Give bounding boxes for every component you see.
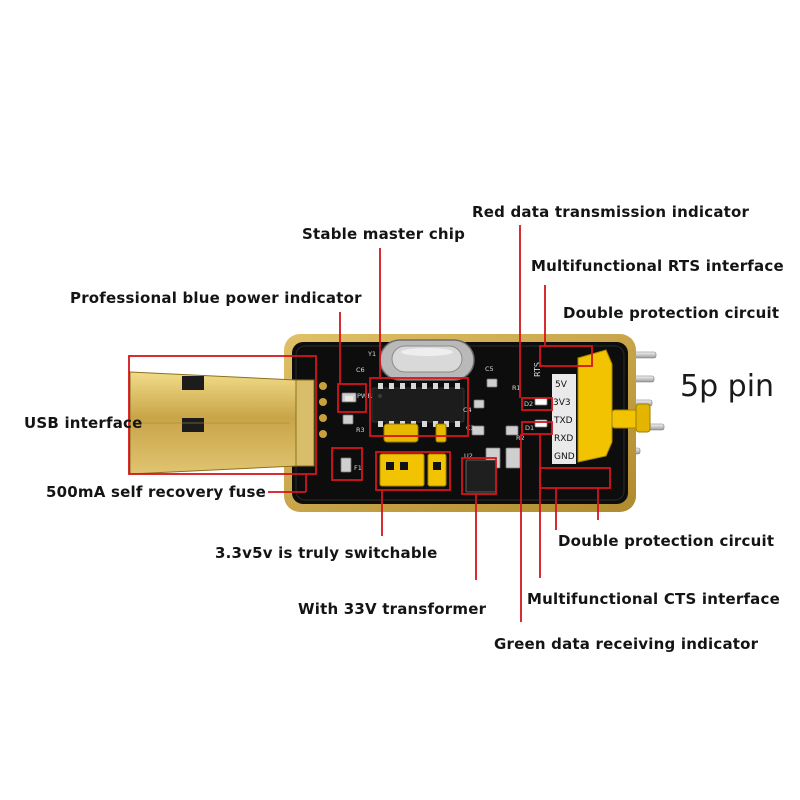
pin-label-rxd: RXD: [554, 434, 573, 444]
silk-d1: D1: [525, 424, 534, 432]
silk-d2: D2: [524, 400, 533, 408]
silk-r1: R1: [512, 384, 521, 392]
callout-usb-interface: USB interface: [24, 414, 143, 432]
usb-callout-box: [128, 355, 317, 475]
fuse-callout-box: [331, 447, 363, 481]
voltage-jumper: [379, 423, 447, 487]
chip-callout-box: [369, 377, 469, 437]
callout-transformer: With 33V transformer: [298, 600, 487, 618]
yellow-pin-header: [577, 349, 651, 463]
rx-led-callout-box: [521, 421, 553, 435]
pin-label-3v3: 3V3: [553, 398, 571, 408]
callout-stable-chip: Stable master chip: [302, 225, 466, 243]
silk-y1: Y1: [367, 350, 376, 358]
rts-protection-callout-box: [539, 345, 593, 367]
usb-plug: [129, 371, 327, 475]
callout-double-protection-top: Double protection circuit: [563, 304, 780, 322]
callout-green-rx-indicator: Green data receiving indicator: [494, 635, 759, 653]
tx-led-callout-box: [521, 397, 553, 411]
pin-label-strip: RTS 5V 3V3 TXD RXD GND: [533, 362, 576, 464]
leader-lines: [268, 225, 599, 622]
transformer-callout-box: [461, 457, 497, 495]
silk-pwr: PWR: [357, 392, 372, 400]
callout-blue-power-indicator: Professional blue power indicator: [70, 289, 362, 307]
power-led-callout-box: [337, 383, 367, 413]
jumper-callout-box: [375, 451, 451, 491]
pin-label-txd: TXD: [553, 416, 573, 426]
callout-switchable: 3.3v5v is truly switchable: [215, 544, 438, 562]
pin-label-rts: RTS: [533, 362, 542, 377]
callout-double-protection-bottom: Double protection circuit: [558, 532, 775, 550]
silk-r3: R3: [356, 426, 365, 434]
pin-label-5v: 5V: [555, 380, 568, 390]
pin-label-gnd: GND: [554, 452, 575, 462]
callout-cts-interface: Multifunctional CTS interface: [527, 590, 780, 608]
silk-f1: F1: [354, 464, 362, 472]
silk-c5: C5: [485, 365, 494, 373]
silk-c3: C3: [466, 424, 475, 432]
callout-red-tx-indicator: Red data transmission indicator: [472, 203, 750, 221]
callout-boxes: [128, 345, 611, 495]
callout-five-pin: 5p pin: [680, 369, 775, 404]
silk-u2: U2: [464, 452, 473, 460]
callout-fuse: 500mA self recovery fuse: [46, 483, 266, 501]
main-chip: [371, 383, 465, 427]
callout-rts-interface: Multifunctional RTS interface: [531, 257, 784, 275]
silk-c6: C6: [356, 366, 365, 374]
crystal-oscillator: [379, 339, 475, 381]
